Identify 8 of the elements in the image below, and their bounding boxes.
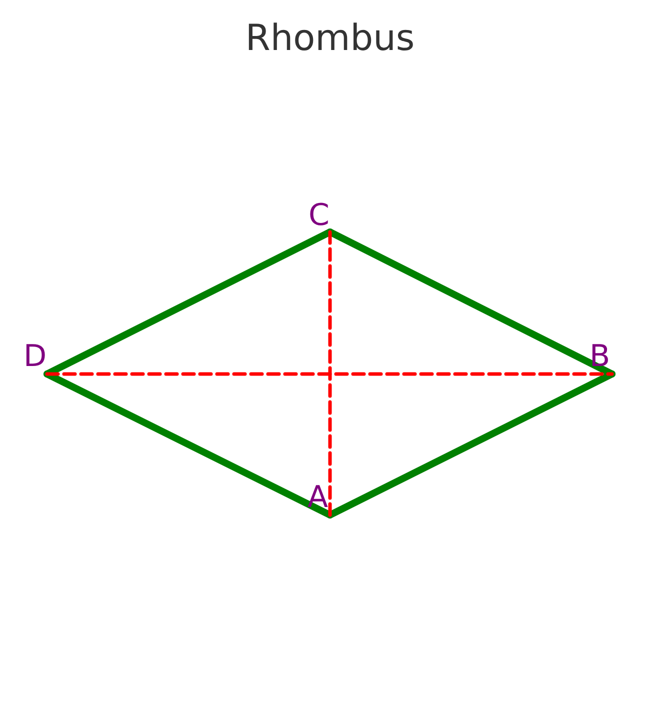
diagonal-line bbox=[45, 372, 614, 376]
vertex-label: D bbox=[24, 342, 47, 372]
side-line bbox=[44, 228, 334, 378]
vertex-label: C bbox=[308, 201, 330, 231]
vertex-label: B bbox=[590, 342, 610, 372]
diagram-title: Rhombus bbox=[245, 18, 415, 59]
diagonal-line bbox=[328, 230, 332, 517]
vertex-label: A bbox=[308, 483, 328, 513]
